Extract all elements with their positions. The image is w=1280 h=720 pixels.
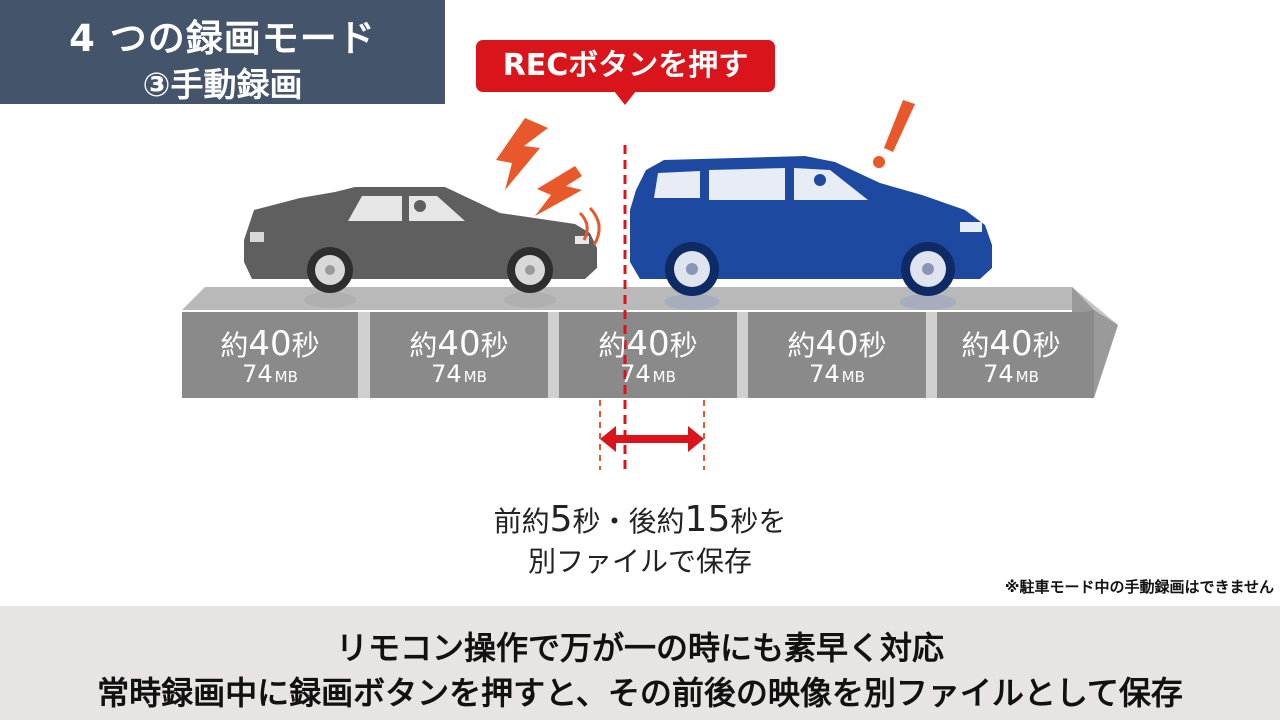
saved-range-caption: 前約5秒・後約15秒を 別ファイルで保存 [430, 500, 850, 582]
title-box: 4 つの録画モード ③手動録画 [0, 0, 445, 104]
segment-block-3 [559, 312, 737, 398]
segment-block-5 [937, 312, 1085, 398]
lightning-icon [496, 118, 548, 190]
parking-mode-note: ※駐車モード中の手動録画はできません [1004, 578, 1274, 596]
segment-block-2 [370, 312, 548, 398]
saved-range-arrow [600, 426, 704, 452]
caption-line-2: 別ファイルで保存 [527, 545, 752, 578]
title-sub: ③手動録画 [142, 65, 303, 104]
recording-illustration [182, 100, 1118, 470]
blue-minivan [630, 156, 992, 296]
footer-line-2: 常時録画中に録画ボタンを押すと、その前後の映像を別ファイルとして保存 [97, 674, 1183, 712]
footer-band: リモコン操作で万が一の時にも素早く対応 常時録画中に録画ボタンを押すと、その前後… [0, 606, 1280, 720]
rec-button-callout: RECボタンを押す [476, 40, 775, 92]
gray-sedan [244, 187, 597, 293]
timeline-top [182, 287, 1094, 310]
caption-line-1: 前約5秒・後約15秒を [493, 499, 787, 540]
title-main: 4 つの録画モード [69, 17, 376, 60]
rec-callout-pointer [614, 91, 636, 105]
segment-block-4 [748, 312, 926, 398]
exclamation-icon [873, 100, 915, 168]
lightning-icon-2 [535, 166, 582, 216]
footer-line-1: リモコン操作で万が一の時にも素早く対応 [335, 629, 944, 667]
segment-block-1 [182, 312, 358, 398]
